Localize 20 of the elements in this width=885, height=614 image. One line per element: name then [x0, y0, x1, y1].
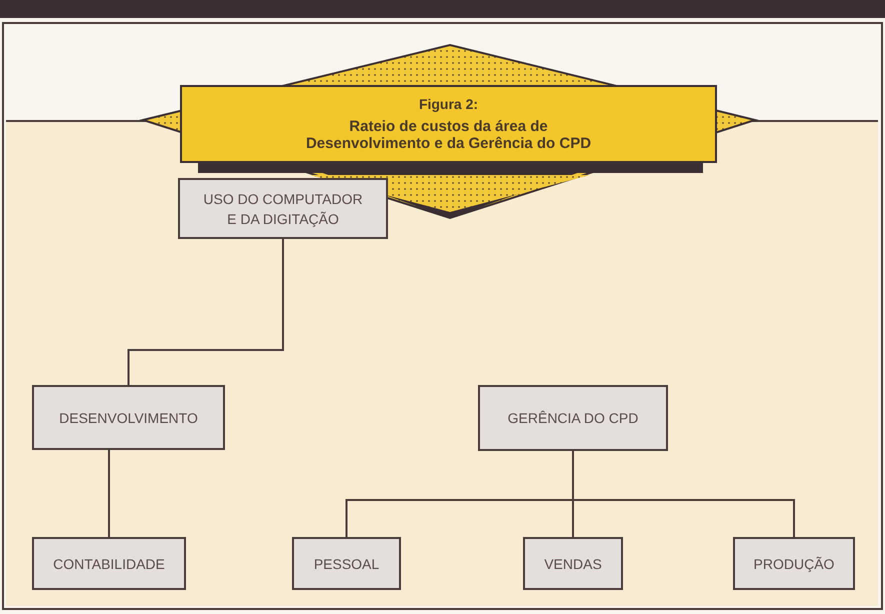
- figure-title: Rateio de custos da área de Desenvolvimento e da Gerência do CPD: [304, 118, 592, 152]
- connector-line: [572, 451, 795, 537]
- process-box: [478, 385, 668, 451]
- figure-number: Figura 2:: [418, 96, 478, 112]
- process-box: [32, 537, 186, 590]
- process-box: [178, 178, 388, 239]
- title-banner: [180, 85, 717, 163]
- box-label: GERÊNCIA DO CPD: [508, 409, 638, 428]
- box-label: CONTABILIDADE: [53, 554, 165, 574]
- connector-line: [108, 450, 110, 537]
- process-box: [32, 385, 225, 450]
- box-label: DESENVOLVIMENTO: [59, 408, 198, 428]
- process-box: [523, 537, 623, 590]
- box-label: VENDAS: [544, 554, 602, 574]
- process-box: [733, 537, 855, 590]
- box-label: USO DO COMPUTADOR E DA DIGITAÇÃO: [202, 190, 364, 228]
- connector-line: [128, 239, 284, 385]
- box-label: PRODUÇÃO: [754, 554, 834, 574]
- process-box: [292, 537, 401, 590]
- box-label: PESSOAL: [314, 554, 380, 574]
